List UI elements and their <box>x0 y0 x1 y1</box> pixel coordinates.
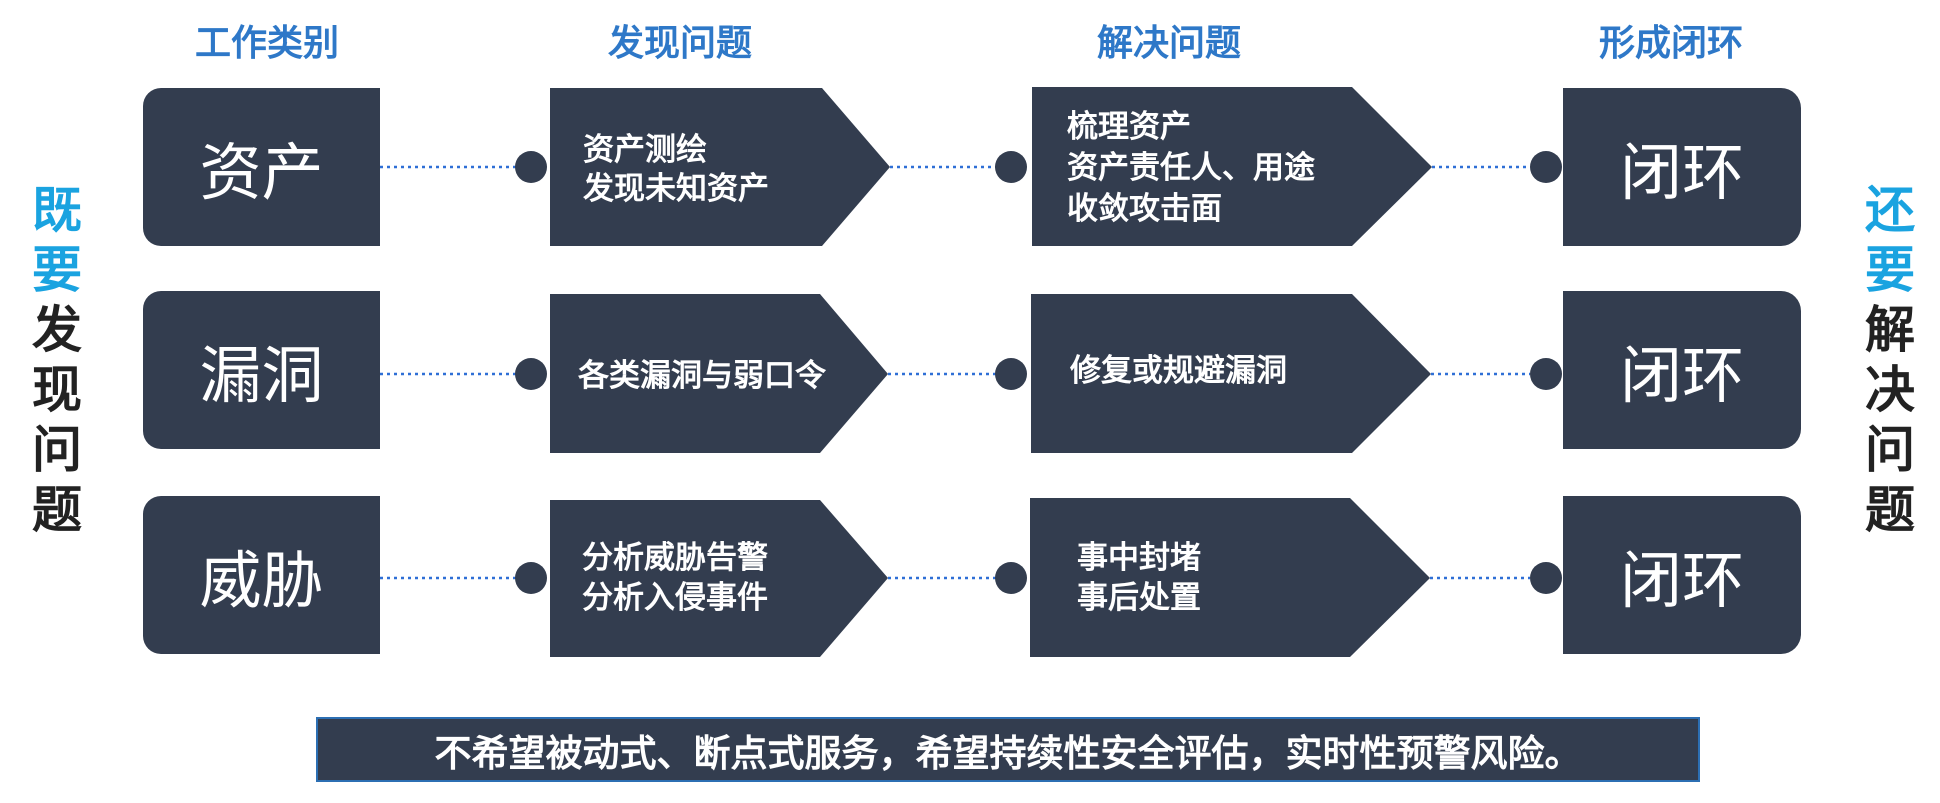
connector-dot <box>1530 562 1562 594</box>
right-side-char: 解 <box>1865 301 1915 359</box>
connector-dot <box>1530 358 1562 390</box>
closed-loop-box-vulnerability: 闭环 <box>1563 291 1801 449</box>
connector-dot <box>515 151 547 183</box>
category-box-threat: 威胁 <box>143 496 380 654</box>
left-side-char: 问 <box>32 421 82 479</box>
left-side-char: 既 <box>32 181 82 239</box>
connector-dot <box>995 562 1027 594</box>
discover-arrow-vulnerability <box>550 294 888 453</box>
category-box-vulnerability: 漏洞 <box>143 291 380 449</box>
solve-arrow-asset <box>1032 87 1432 246</box>
left-side-char: 现 <box>32 361 82 419</box>
right-side-char: 要 <box>1865 241 1915 299</box>
discover-text-line: 资产测绘 <box>583 132 707 168</box>
right-side-char: 决 <box>1865 361 1915 419</box>
header-close: 形成闭环 <box>1598 23 1743 64</box>
summary-banner: 不希望被动式、断点式服务，希望持续性安全评估，实时性预警风险。 <box>316 717 1700 782</box>
right-side-char: 还 <box>1865 181 1915 239</box>
solve-arrow-threat <box>1030 498 1430 657</box>
connector-dot <box>515 562 547 594</box>
discover-arrow-threat <box>550 500 888 657</box>
left-side-char: 发 <box>32 301 82 359</box>
connector-dot <box>995 358 1027 390</box>
discover-arrow-asset <box>550 88 890 246</box>
solve-arrow-vulnerability <box>1031 294 1431 453</box>
header-solve: 解决问题 <box>1096 23 1241 64</box>
right-side-char: 题 <box>1865 481 1915 539</box>
closed-loop-box-asset: 闭环 <box>1563 88 1801 246</box>
connector-dot <box>515 358 547 390</box>
solve-text-line: 梳理资产 <box>1067 109 1191 145</box>
right-side-label: 还 要 解 决 问 题 <box>1855 180 1925 540</box>
left-side-char: 要 <box>32 241 82 299</box>
connector-dot <box>995 151 1027 183</box>
header-discover: 发现问题 <box>607 23 752 64</box>
discover-text-line: 分析威胁告警 <box>582 540 768 576</box>
connector-dot <box>1530 151 1562 183</box>
left-side-label: 既 要 发 现 问 题 <box>22 180 92 540</box>
left-side-char: 题 <box>32 481 82 539</box>
solve-text-line: 事中封堵 <box>1077 540 1201 576</box>
solve-text-line: 修复或规避漏洞 <box>1069 353 1287 389</box>
right-side-char: 问 <box>1865 421 1915 479</box>
category-box-asset: 资产 <box>143 88 380 246</box>
header-category: 工作类别 <box>194 23 339 64</box>
discover-text-line: 各类漏洞与弱口令 <box>577 358 827 394</box>
solve-text-line: 事后处置 <box>1077 580 1201 616</box>
discover-text-line: 发现未知资产 <box>582 171 769 207</box>
discover-text-line: 分析入侵事件 <box>582 580 768 616</box>
closed-loop-box-threat: 闭环 <box>1563 496 1801 654</box>
solve-text-line: 收敛攻击面 <box>1067 191 1222 227</box>
solve-text-line: 资产责任人、用途 <box>1067 150 1315 186</box>
